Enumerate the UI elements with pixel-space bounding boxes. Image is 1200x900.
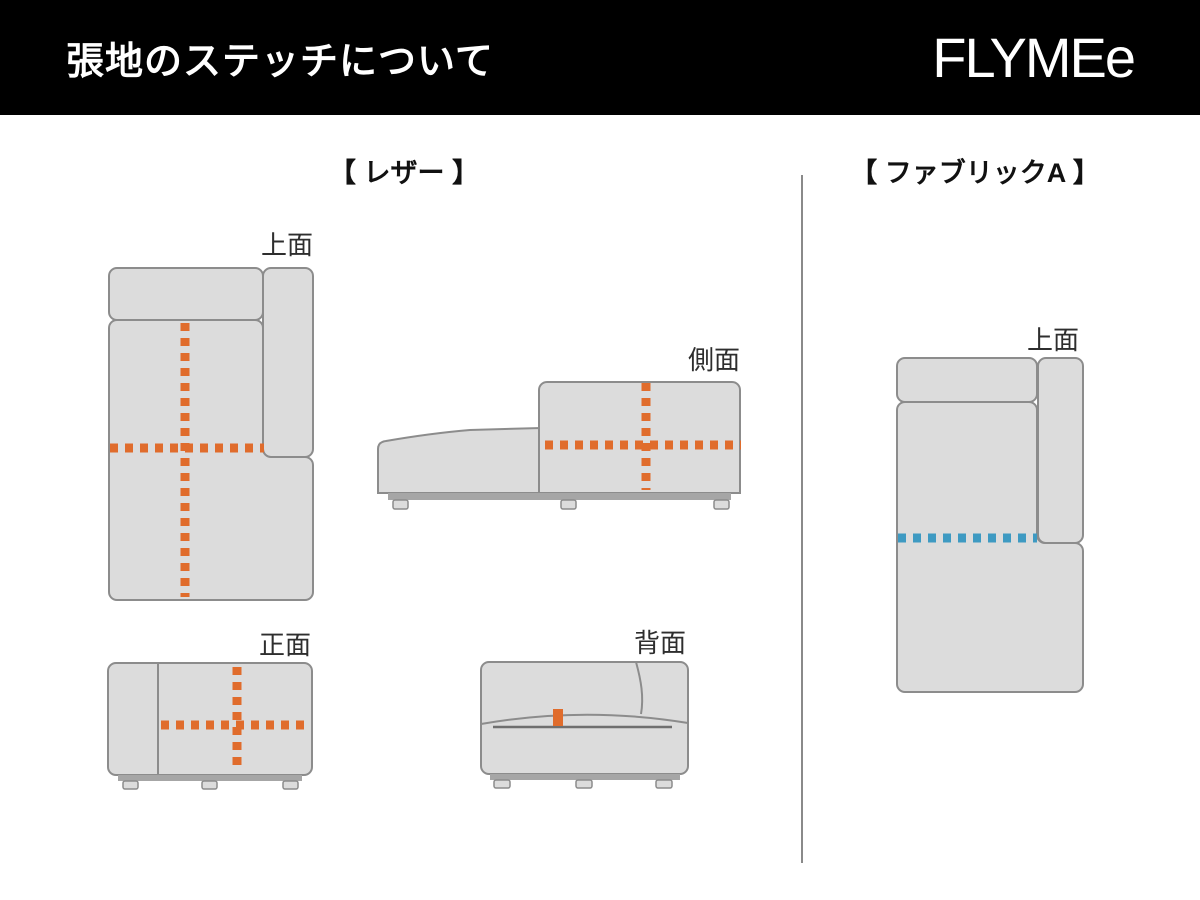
leather-back-view-diagram xyxy=(480,661,689,789)
sofa-foot xyxy=(655,779,673,789)
sofa-foot xyxy=(201,780,218,790)
leather-side-view-diagram xyxy=(377,381,741,510)
sofa-seat xyxy=(896,401,1084,693)
sofa-armrest xyxy=(1037,357,1084,544)
sofa-seat xyxy=(108,319,314,601)
sofa-foot xyxy=(713,499,730,510)
sofa-body-front xyxy=(107,662,313,776)
leather-top-view-diagram xyxy=(108,267,314,601)
sofa-foot xyxy=(493,779,511,789)
sofa-foot xyxy=(560,499,577,510)
sofa-base xyxy=(118,775,302,781)
flymee-logo: FLYMEe xyxy=(932,26,1136,89)
fabric-section-title: 【 ファブリックA 】 xyxy=(850,158,1100,188)
backrest-arc-seam xyxy=(480,713,689,725)
sofa-armrest-side xyxy=(538,381,741,494)
leather-top-view-label: 上面 xyxy=(260,230,313,260)
leather-side-view-label: 側面 xyxy=(687,345,740,375)
fabric-top-view-diagram xyxy=(896,357,1084,693)
leather-section-title: 【 レザー 】 xyxy=(328,158,480,188)
page-title: 張地のステッチについて xyxy=(66,41,494,83)
sofa-seat-side xyxy=(377,426,542,494)
section-divider xyxy=(801,175,803,863)
sofa-foot xyxy=(282,780,299,790)
stitch-mark xyxy=(553,709,563,726)
sofa-back-cushion xyxy=(108,267,264,321)
sofa-back-cushion xyxy=(896,357,1038,403)
leather-front-view-label: 正面 xyxy=(258,630,311,660)
leather-front-view-diagram xyxy=(107,662,313,790)
sofa-foot xyxy=(122,780,139,790)
sofa-base xyxy=(388,493,731,500)
armrest-corner-seam xyxy=(635,661,644,715)
sofa-base xyxy=(490,774,680,780)
leather-back-view-label: 背面 xyxy=(633,628,686,658)
sofa-foot xyxy=(575,779,593,789)
sofa-foot xyxy=(392,499,409,510)
fabric-top-view-label: 上面 xyxy=(1026,325,1079,355)
header-bar: 張地のステッチについて FLYMEe xyxy=(0,0,1200,115)
sofa-armrest xyxy=(262,267,314,458)
